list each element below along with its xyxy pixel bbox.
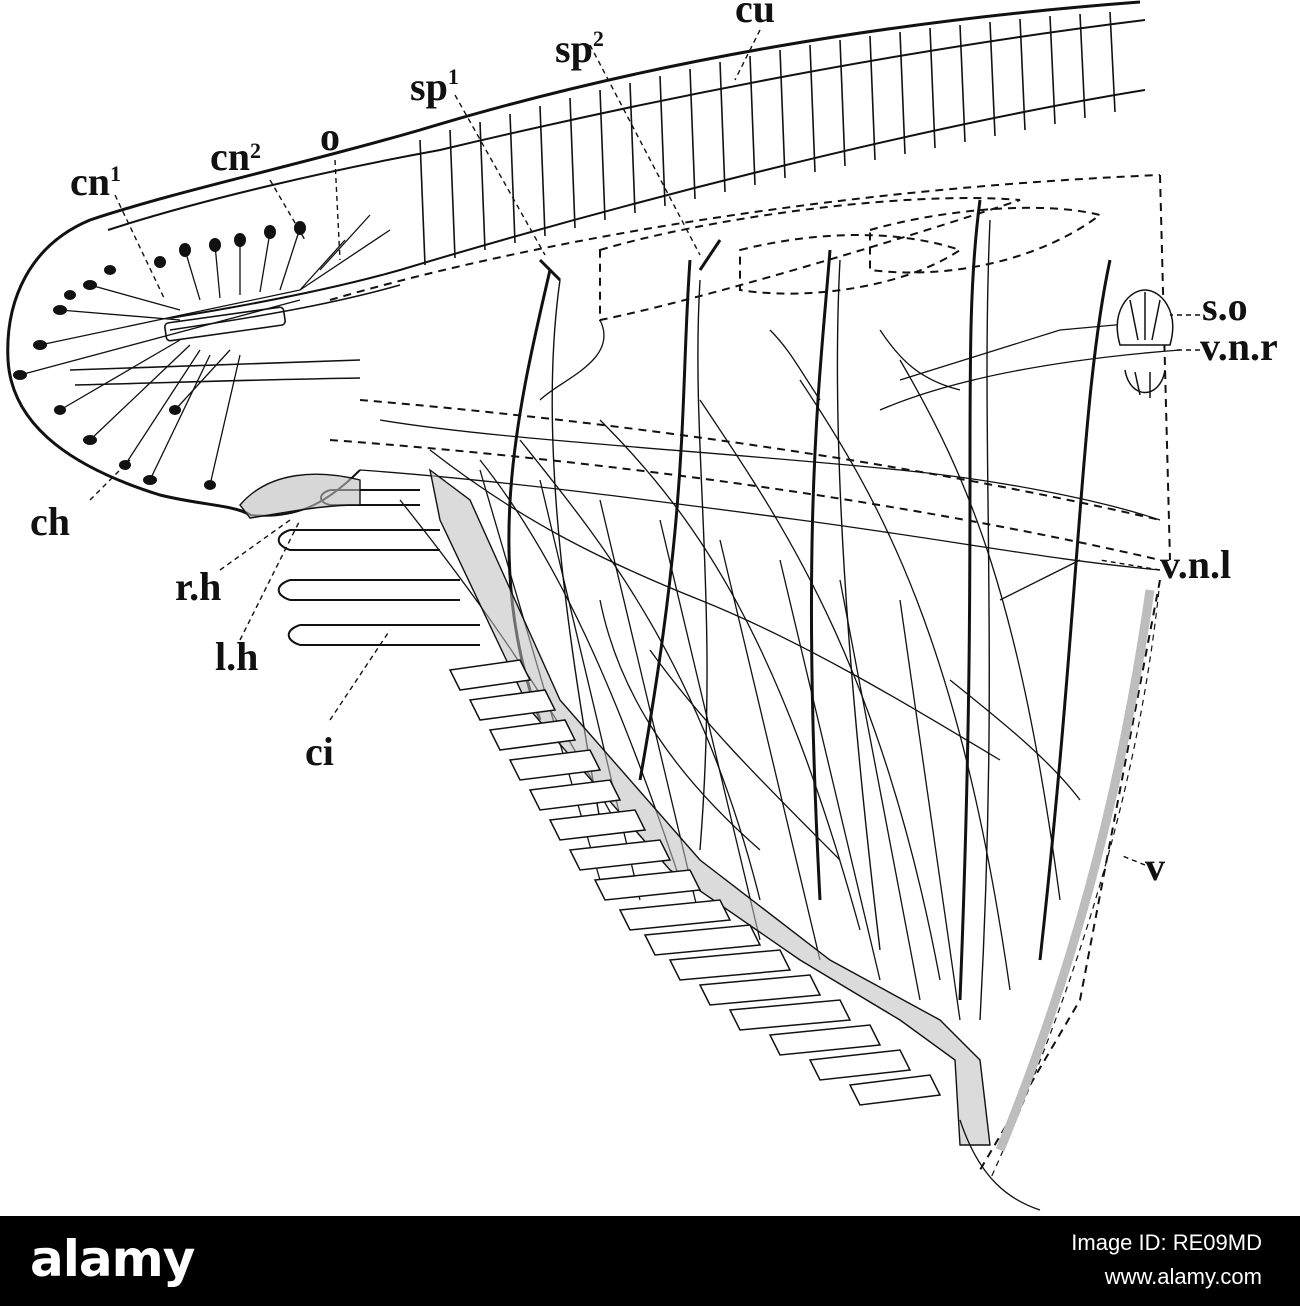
head-nerves xyxy=(19,214,391,486)
anatomical-illustration: cu sp2 sp1 cn2 o cn1 s.o v.n.r ch r.h v.… xyxy=(6,0,1278,1211)
label-ci: ci xyxy=(305,729,334,774)
sense-organ xyxy=(1116,289,1174,398)
label-o: o xyxy=(320,114,340,159)
label-ch: ch xyxy=(30,499,70,544)
label-v: v xyxy=(1145,844,1165,889)
nerve-cells xyxy=(13,221,306,490)
label-sp1: sp1 xyxy=(410,64,459,109)
label-sp2: sp2 xyxy=(555,26,604,71)
dorsal-segments xyxy=(419,11,1116,266)
nervous-system-diagram: cu sp2 sp1 cn2 o cn1 s.o v.n.r ch r.h v.… xyxy=(6,0,1278,1211)
dashed-outlines xyxy=(329,174,1171,1171)
brand-logo: alamy xyxy=(30,1230,195,1288)
image-id: Image ID: RE09MD xyxy=(1071,1230,1262,1255)
label-vnr: v.n.r xyxy=(1200,324,1278,369)
nerve-cord-rod xyxy=(69,306,361,386)
figure-labels: cu sp2 sp1 cn2 o cn1 s.o v.n.r ch r.h v.… xyxy=(30,0,1278,889)
velum xyxy=(959,579,1161,1211)
comb-teeth xyxy=(448,659,942,1106)
label-lh: l.h xyxy=(215,634,258,679)
image-id-block: Image ID: RE09MD www.alamy.com xyxy=(1071,1226,1262,1294)
label-cn1: cn1 xyxy=(70,159,121,204)
label-leaders xyxy=(89,29,1200,866)
longitudinal-nerves xyxy=(507,199,1112,1021)
stock-footer-bar: alamy Image ID: RE09MD www.alamy.com xyxy=(0,1216,1300,1306)
site-url: www.alamy.com xyxy=(1104,1264,1262,1289)
label-cu: cu xyxy=(735,0,775,31)
label-cn2: cn2 xyxy=(210,134,261,179)
label-vnl: v.n.l xyxy=(1160,542,1231,587)
label-rh: r.h xyxy=(175,564,221,609)
label-so: s.o xyxy=(1202,284,1248,329)
